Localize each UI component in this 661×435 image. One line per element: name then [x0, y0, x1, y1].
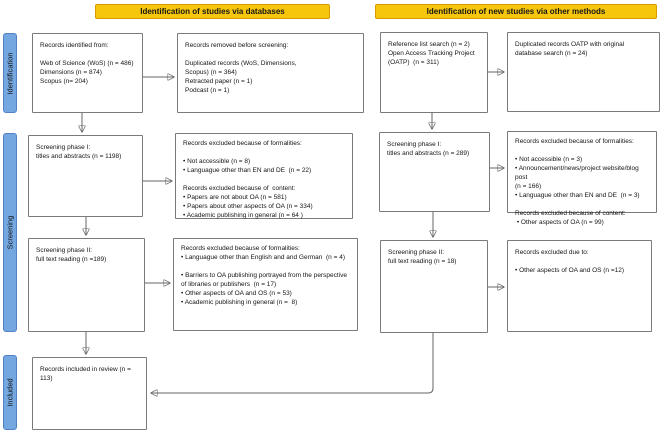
- box-excluded-phase1-other: Records excluded because of formalities:…: [507, 131, 657, 226]
- connector-screening2-other-to-included: [151, 333, 434, 393]
- box-screening-phase1-db: Screening phase I: titles and abstracts …: [28, 135, 143, 217]
- box-excluded-phase1-db: Records excluded because of formalities:…: [175, 133, 353, 219]
- sidebar-identification-label: Identification: [5, 51, 15, 95]
- box-excluded-phase2-db: Records excluded because of formalities:…: [173, 238, 358, 331]
- box-records-included: Records included in review (n = 113): [32, 357, 147, 430]
- box-other-sources: Reference list search (n = 2) Open Acces…: [380, 32, 488, 113]
- box-records-removed: Records removed before screening: Duplic…: [177, 33, 364, 113]
- sidebar-included-label: Included: [5, 378, 15, 407]
- box-duplicated-oatp: Duplicated records OATP with original da…: [507, 32, 660, 112]
- box-screening-phase1-other: Screening phase I: titles and abstracts …: [379, 132, 490, 212]
- box-screening-phase2-other: Screening phase II: full text reading (n…: [380, 240, 488, 333]
- box-records-identified: Records identified from: Web of Science …: [32, 33, 143, 113]
- box-excluded-phase2-other: Records excluded due to: • Other aspects…: [507, 240, 652, 332]
- sidebar-included: Included: [3, 355, 17, 430]
- sidebar-screening-label: Screening: [5, 215, 15, 250]
- header-other-methods: Identification of new studies via other …: [375, 4, 657, 19]
- sidebar-identification: Identification: [3, 33, 17, 113]
- header-databases: Identification of studies via databases: [95, 4, 330, 19]
- sidebar-screening: Screening: [3, 133, 17, 332]
- box-screening-phase2-db: Screening phase II: full text reading (n…: [28, 238, 145, 332]
